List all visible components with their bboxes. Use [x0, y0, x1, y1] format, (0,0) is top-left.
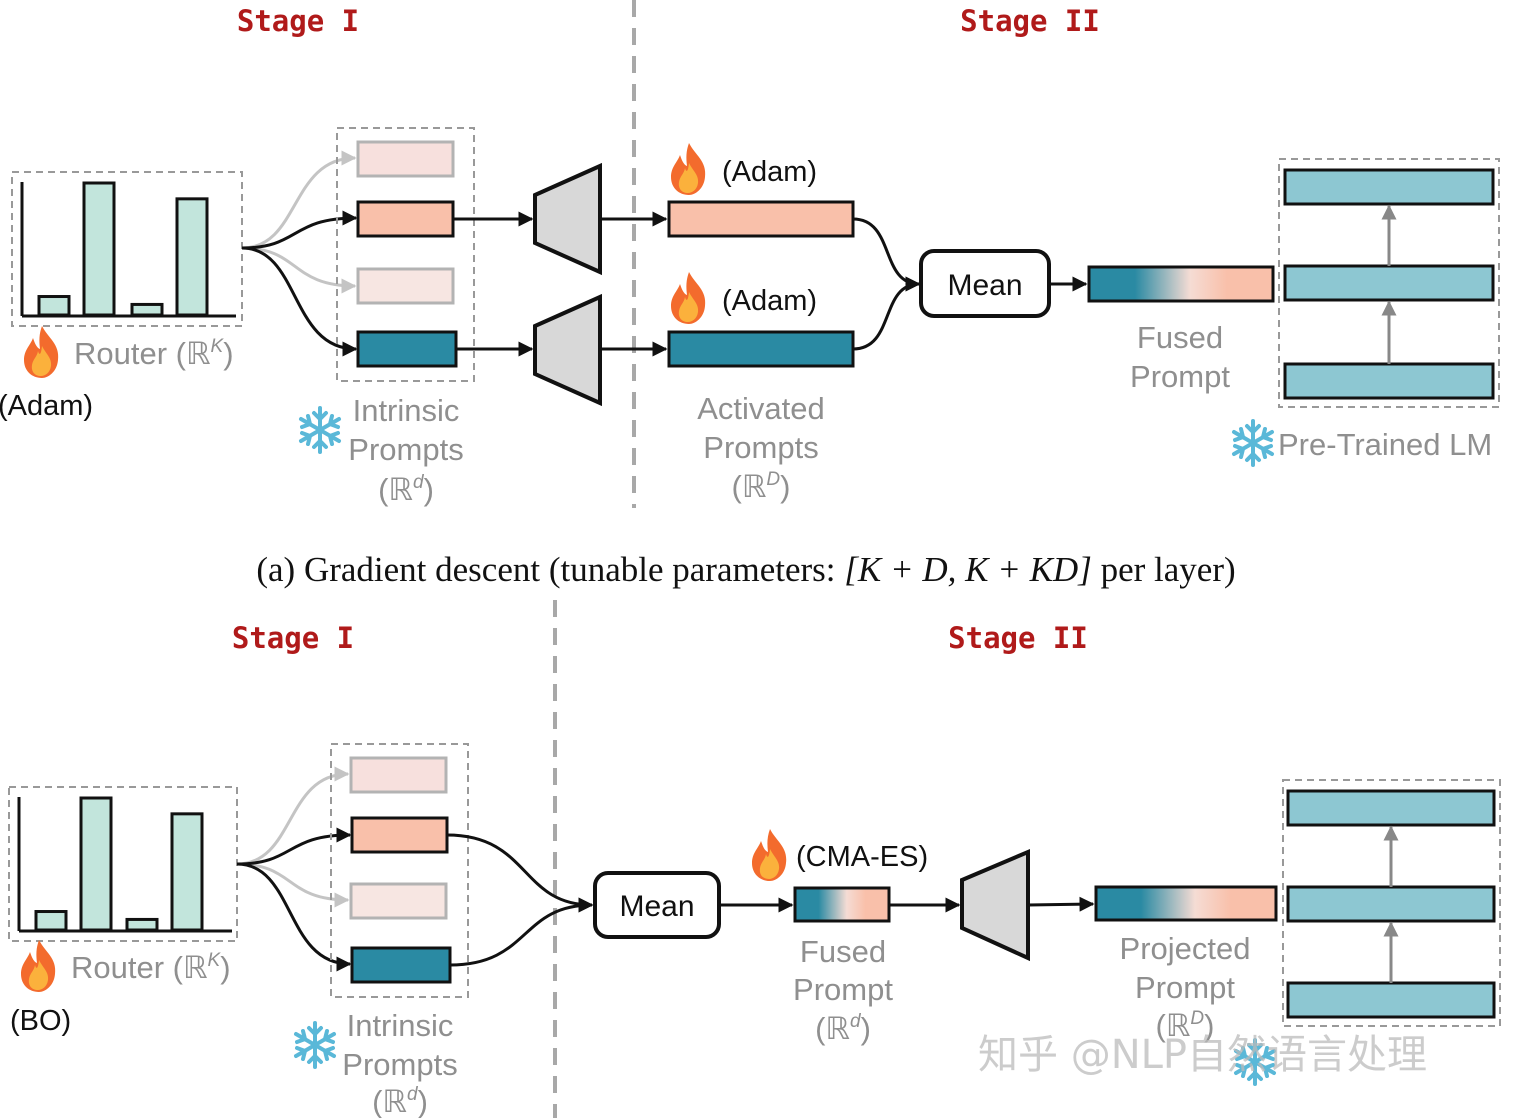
router-bar [130, 302, 164, 317]
lm-layer [1283, 264, 1495, 302]
fused-label: Fused [800, 934, 886, 969]
router-label: Router (ℝK) [74, 336, 234, 371]
lm-box [1282, 779, 1501, 1027]
fused-label: Prompt [1130, 359, 1230, 394]
activated-label: Activated [697, 391, 825, 426]
intrinsic-prompt-active [350, 946, 452, 984]
fused-prompt [793, 886, 891, 923]
fire-icon [24, 326, 59, 378]
watermark: 知乎 @NLP自然语言处理 [978, 1032, 1427, 1078]
activated-dim: (ℝD) [732, 469, 791, 504]
fused-label: Prompt [793, 972, 893, 1007]
route-arrow-faded [236, 766, 350, 866]
intrinsic-prompt-active [356, 200, 455, 238]
arrow [449, 897, 594, 967]
router-optimizer: (BO) [10, 1005, 71, 1037]
intrinsic-prompt-faded [356, 140, 455, 178]
activated-optimizer: (Adam) [722, 156, 817, 188]
intrinsic-label: Intrinsic [347, 1008, 454, 1043]
router-bar [170, 812, 204, 932]
intrinsic-prompt-active [356, 330, 458, 368]
diagram-a: Stage I Stage II Router (ℝK) (Adam) Intr… [0, 0, 1500, 589]
stage-2-title: Stage II [960, 4, 1100, 38]
projected-prompt [1094, 885, 1278, 922]
router-bars [37, 181, 209, 317]
activated-prompt [667, 200, 855, 238]
caption-a: (a) Gradient descent (tunable parameters… [256, 550, 1235, 589]
diagram-b: Stage I Stage II Router (ℝK) (BO) Intrin… [8, 600, 1501, 1118]
snowflake-icon [1232, 419, 1274, 467]
route-arrow [236, 862, 352, 972]
intrinsic-prompt-faded [349, 882, 448, 920]
projected-label: Prompt [1135, 970, 1235, 1005]
fused-dim: (ℝd) [815, 1011, 871, 1046]
router-bar [175, 197, 209, 317]
arrow [1027, 896, 1095, 912]
arrow [446, 833, 594, 913]
intrinsic-prompts-box [336, 127, 475, 382]
stage-2-title: Stage II [948, 621, 1088, 655]
route-arrow-faded [241, 150, 357, 250]
fire-icon [671, 272, 706, 324]
route-arrow-faded [236, 862, 350, 908]
lm-label: Pre-Trained LM [1278, 427, 1492, 462]
intrinsic-prompts-box [330, 743, 469, 998]
lm-layer [1286, 981, 1496, 1019]
projected-dim: (ℝD) [1156, 1008, 1215, 1043]
stage-1-title: Stage I [232, 621, 354, 655]
activated-prompt [667, 330, 855, 368]
router-bars [34, 796, 204, 932]
intrinsic-dim: (ℝd) [372, 1084, 428, 1118]
fire-icon [671, 143, 706, 195]
lm-box [1278, 158, 1500, 408]
lm-layer [1283, 362, 1495, 400]
route-arrow [241, 246, 358, 357]
up-projector [533, 162, 602, 276]
intrinsic-label: Prompts [348, 432, 463, 467]
up-projector [533, 293, 602, 407]
intrinsic-prompt-faded [349, 756, 448, 794]
lm-layer [1286, 789, 1496, 827]
arrow [852, 276, 921, 351]
fire-icon [752, 829, 787, 881]
activated-label: Prompts [703, 430, 818, 465]
intrinsic-label: Prompts [342, 1047, 457, 1082]
router-bar [125, 917, 159, 932]
fused-optimizer: (CMA-ES) [796, 841, 928, 873]
intrinsic-prompt-faded [356, 267, 455, 305]
intrinsic-label: Intrinsic [353, 393, 460, 428]
snowflake-icon [294, 1021, 336, 1069]
router-bar [82, 181, 116, 317]
router-bar [79, 796, 113, 932]
router-label: Router (ℝK) [71, 950, 231, 985]
router-optimizer: (Adam) [0, 390, 93, 422]
router-bar [34, 910, 68, 932]
arrow [852, 217, 921, 292]
mean-label: Mean [619, 890, 694, 923]
lm-layer [1283, 168, 1495, 206]
stage-1-title: Stage I [237, 4, 359, 38]
lm-layer [1286, 885, 1496, 923]
intrinsic-dim: (ℝd) [378, 472, 434, 507]
intrinsic-prompt-active [350, 816, 449, 854]
router-bar [37, 295, 71, 317]
snowflake-icon [299, 406, 341, 454]
route-arrow-faded [241, 246, 357, 294]
mean-label: Mean [947, 269, 1022, 302]
up-projector [960, 848, 1030, 962]
fire-icon [21, 940, 56, 992]
fused-prompt [1087, 265, 1275, 303]
activated-optimizer: (Adam) [722, 285, 817, 317]
projected-label: Projected [1120, 931, 1251, 966]
fused-label: Fused [1137, 320, 1223, 355]
